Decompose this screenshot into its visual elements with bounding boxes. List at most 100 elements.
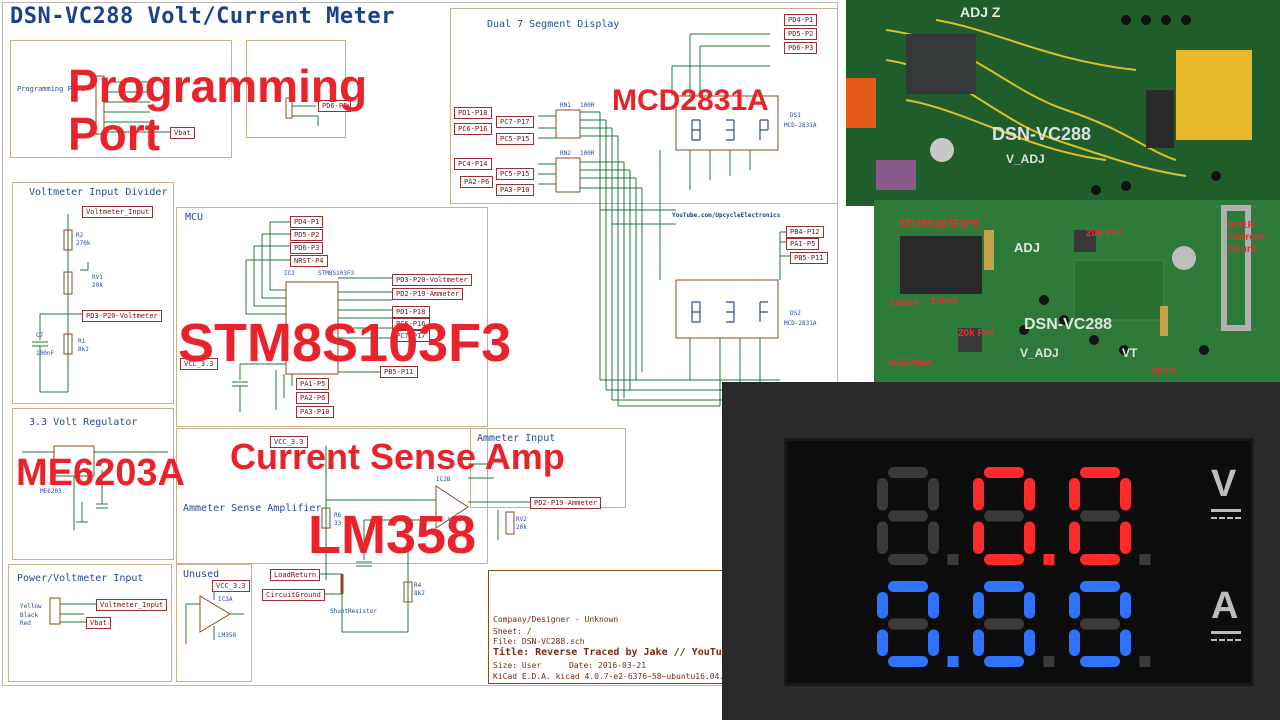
part-lm358-unused: LM358 [218,632,237,639]
net-pc5-display-2: PC5-P15 [496,168,534,180]
net-pd4-mcu: PD4-P1 [290,216,324,228]
pcb-label-pot-top: 20k Pot [1086,228,1122,239]
current-digit-1-segment-b [928,592,939,619]
part-rv1-value: 20k [92,282,103,289]
net-pc7-mcu: PC7-P17 [392,330,430,342]
part-rn1-value: 100R [580,102,595,109]
part-ic2-value: STM8S103F3 [318,270,355,277]
pcb-bottom-parts [900,205,1251,355]
part-r6: R6 [334,512,342,519]
part-ic3b: IC3B [436,476,451,483]
ammeter-amp-label: Ammeter Sense Amplifier [183,503,322,514]
net-pa3-display: PA3-P10 [496,184,534,196]
voltage-digit-3-segment-e [1069,521,1080,554]
part-r6-value: 33 [334,520,342,527]
annotation-current-sense-amp: Current Sense Amp [230,436,565,477]
meter-volt-dc-dash [1211,517,1241,521]
current-digit-3-dp [1139,656,1151,667]
ammeter-input-label: Ammeter Input [477,433,556,444]
regulator-label: 3.3 Volt Regulator [29,417,138,428]
pcb-label-v-adj: V_ADJ [1020,346,1059,360]
voltage-digit-3-segment-d [1080,554,1120,565]
net-pd1-display: PD1-P18 [454,107,492,119]
voltage-digit-2-segment-e [973,521,984,554]
part-rv1: RV1 [92,274,103,281]
part-rv2: RV2 [516,516,527,523]
ammeter-amp-block: Ammeter Sense Amplifier [176,428,488,564]
voltage-digit-3-segment-g [1080,510,1120,522]
meter-amp-dc-dash [1211,639,1241,643]
mcu-label: MCU [185,212,204,223]
unused-label: Unused [183,569,220,580]
part-r1: R1 [78,338,86,345]
pcb-label-cap-1: 100nF [890,298,919,309]
net-vbat-power: Vbat [86,617,111,629]
meter-volt-unit: V [1211,463,1237,505]
net-pa1-display: PA1-P5 [786,238,820,250]
net-voltmeter-input-top: Voltmeter_Input [82,206,154,218]
power-input-label: Power/Voltmeter Input [17,573,144,584]
voltage-digit-1-segment-f [877,478,888,511]
net-pa3-mcu: PA3-P10 [296,406,334,418]
current-digit-1-segment-c [928,629,939,656]
voltage-digit-3-segment-a [1080,467,1120,478]
part-rn1: RN1 [560,102,571,109]
voltmeter-divider-block: Voltmeter Input Divider [12,182,174,404]
current-digit-2-segment-d [984,656,1024,667]
current-digit-1-segment-g [888,618,928,630]
net-pb5-mcu: PB5-P11 [380,366,418,378]
current-digit-3-segment-e [1069,629,1080,656]
pcb-label-shunt: 0.01R Current Shunt [1228,220,1265,255]
net-pc4-display: PC4-P14 [454,158,492,170]
current-digit-3-segment-a [1080,581,1120,592]
current-digit-3-segment-f [1069,592,1080,619]
part-c7-value: 100nF [36,350,55,357]
pcb-label-dsn: DSN-VC288 [1024,316,1113,333]
pcb-label-cap-3: 100nF [1150,366,1177,376]
annotation-me6203a: ME6203A [16,452,185,494]
programming-block-label: Programming Port [17,85,85,93]
net-pd1-mcu: PD1-P18 [392,306,430,318]
schematic-wiring [22,33,790,644]
current-digit-1-segment-e [877,629,888,656]
voltage-digit-3-segment-f [1069,478,1080,511]
net-pd6-display: PD6-P3 [784,42,818,54]
net-pd4-display: PD4-P1 [784,14,818,26]
power-pin-yellow: Yellow [20,603,42,610]
titleblock-company: Company/Designer - Unknown [493,615,619,624]
part-ds2-value: MCD-2831A [784,320,817,327]
net-nrst-mcu: NRST-P4 [290,255,328,267]
part-rn2: RN2 [560,150,571,157]
net-pd3-voltmeter-mcu: PD3-P20-Voltmeter [392,274,472,286]
meter-display-window: V A [784,438,1254,686]
pcb-top-adj-z: ADJ Z [960,4,1001,20]
current-digit-2-segment-f [973,592,984,619]
net-circuit-ground: CircuitGround [262,589,325,601]
meter-amp-unit: A [1211,585,1239,627]
current-digit-2-segment-e [973,629,984,656]
voltage-digit-2-segment-g [984,510,1024,522]
net-vbat-prog: Vbat [170,127,195,139]
voltage-digit-3-dp [1139,554,1151,565]
power-pin-red: Red [20,620,31,627]
pcb-label-pot-bottom: 20k Pot [958,328,994,339]
voltmeter-divider-label: Voltmeter Input Divider [29,187,168,198]
current-digit-2-dp [1043,656,1055,667]
voltage-digit-2-segment-c [1024,521,1035,554]
pcb-label-cap-2: 100nF [930,296,959,307]
annotation-programming-line2: Port [68,108,160,160]
part-lm358-amp: LM358 [448,516,467,523]
net-pc6-display: PC6-P16 [454,123,492,135]
voltage-digit-3-segment-c [1120,521,1131,554]
pcb-label-me6203: ME6203A [888,358,933,369]
voltage-digit-1-segment-d [888,554,928,565]
voltage-digit-1-segment-g [888,510,928,522]
net-vcc-unused: VCC_3.3 [212,580,250,592]
part-rn2-value: 100R [580,150,595,157]
net-pd2-ammeter-mcu: PD2-P19-Ammeter [392,288,464,300]
current-digit-2-segment-a [984,581,1024,592]
titleblock-kicad: KiCad E.D.A. kicad 4.0.7-e2-6376~58~ubun… [493,672,730,681]
part-ds2: DS2 [790,310,801,317]
pcb-label-adj: ADJ [1014,240,1041,255]
net-pd6-mcu: PD6-P3 [290,242,324,254]
